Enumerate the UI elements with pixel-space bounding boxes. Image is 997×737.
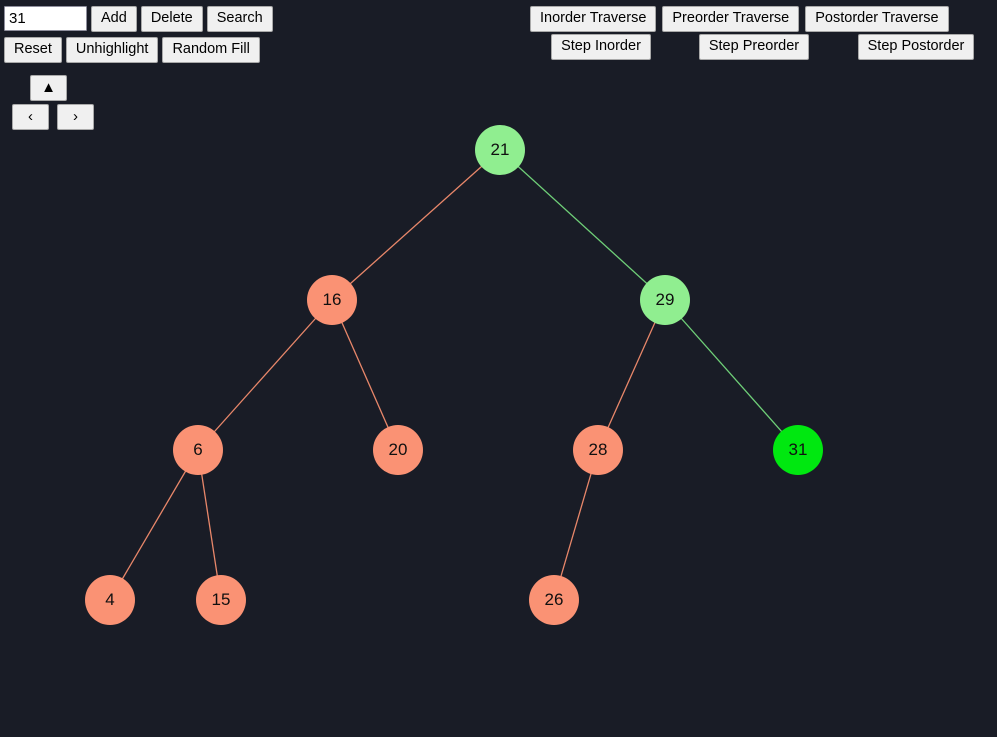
tree-node-4[interactable]: 4 bbox=[85, 575, 135, 625]
chevron-right-icon: › bbox=[73, 108, 78, 125]
step-postorder-slot: Step Postorder bbox=[836, 34, 996, 60]
tree-node-28[interactable]: 28 bbox=[573, 425, 623, 475]
postorder-traverse-button[interactable]: Postorder Traverse bbox=[805, 6, 949, 32]
step-postorder-button[interactable]: Step Postorder bbox=[857, 34, 975, 60]
nav-left-right-row: ‹ › bbox=[12, 104, 94, 130]
inorder-traverse-button[interactable]: Inorder Traverse bbox=[530, 6, 657, 32]
nav-left-button[interactable]: ‹ bbox=[12, 104, 49, 130]
preorder-traverse-button[interactable]: Preorder Traverse bbox=[662, 6, 800, 32]
tree-node-26[interactable]: 26 bbox=[529, 575, 579, 625]
tree-edge bbox=[331, 299, 399, 451]
nav-right-button[interactable]: › bbox=[57, 104, 94, 130]
random-fill-button[interactable]: Random Fill bbox=[162, 37, 260, 63]
tree-edge bbox=[553, 449, 599, 601]
step-inorder-button[interactable]: Step Inorder bbox=[551, 34, 651, 60]
tree-node-20[interactable]: 20 bbox=[373, 425, 423, 475]
add-button[interactable]: Add bbox=[91, 6, 137, 32]
step-inorder-slot: Step Inorder bbox=[530, 34, 672, 60]
chevron-left-icon: ‹ bbox=[28, 108, 33, 125]
tree-node-31[interactable]: 31 bbox=[773, 425, 823, 475]
unhighlight-button[interactable]: Unhighlight bbox=[65, 37, 159, 63]
tree-node-6[interactable]: 6 bbox=[173, 425, 223, 475]
nav-up-button[interactable]: ▲ bbox=[30, 75, 67, 101]
step-preorder-slot: Step Preorder bbox=[678, 34, 830, 60]
traverse-row: Inorder Traverse Preorder Traverse Posto… bbox=[530, 6, 949, 32]
step-traverse-row: Step Inorder Step Preorder Step Postorde… bbox=[530, 34, 996, 60]
tree-edge bbox=[109, 449, 199, 601]
tree-edge bbox=[664, 299, 799, 451]
tree-edge bbox=[331, 149, 501, 301]
search-button[interactable]: Search bbox=[206, 6, 273, 32]
tree-node-16[interactable]: 16 bbox=[307, 275, 357, 325]
tree-edge bbox=[197, 299, 333, 451]
step-preorder-button[interactable]: Step Preorder bbox=[698, 34, 810, 60]
reset-button[interactable]: Reset bbox=[4, 37, 62, 63]
value-input[interactable] bbox=[4, 6, 87, 31]
tree-node-29[interactable]: 29 bbox=[640, 275, 690, 325]
tree-node-15[interactable]: 15 bbox=[196, 575, 246, 625]
triangle-up-icon: ▲ bbox=[41, 79, 56, 96]
node-actions-row: Add Delete Search bbox=[4, 6, 273, 32]
tree-edge bbox=[499, 149, 666, 301]
tree-edge bbox=[597, 299, 666, 451]
tree-node-21[interactable]: 21 bbox=[475, 125, 525, 175]
tree-actions-row: Reset Unhighlight Random Fill bbox=[4, 37, 260, 63]
nav-up-row: ▲ bbox=[30, 75, 67, 101]
delete-button[interactable]: Delete bbox=[140, 6, 203, 32]
